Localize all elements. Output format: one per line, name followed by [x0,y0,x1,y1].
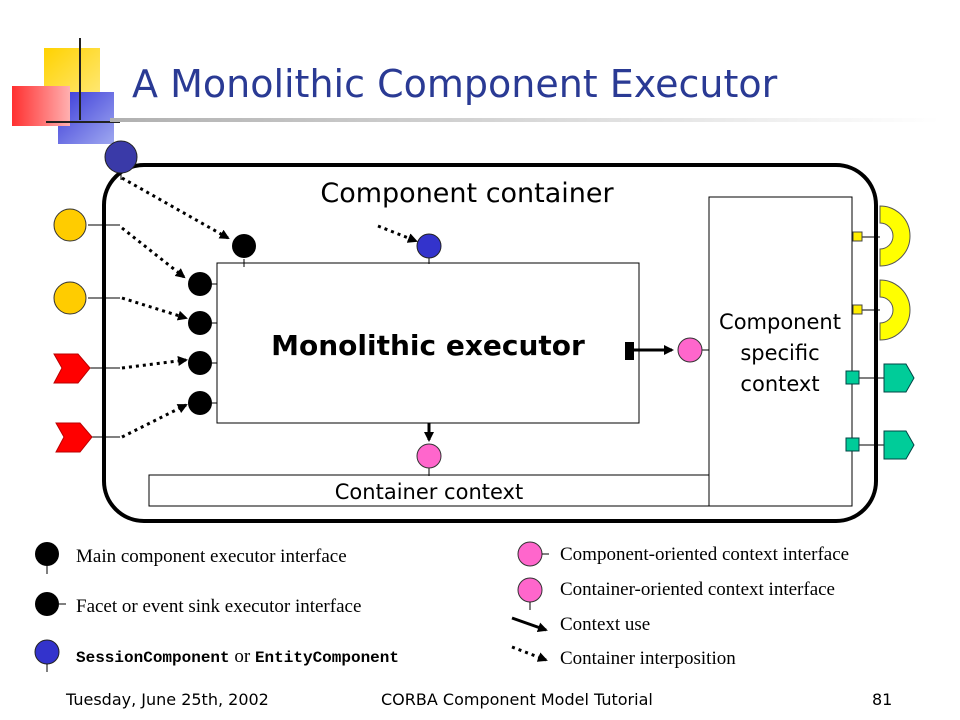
container-context-interface [416,443,442,476]
legend-component-context-symbol [517,541,549,567]
specific-context-line-3: context [740,372,819,396]
footer-date: Tuesday, June 25th, 2002 [66,690,269,709]
legend-facet-interface-label: Facet or event sink executor interface [76,596,362,617]
legend-session-component-symbol [34,639,60,672]
footer-course: CORBA Component Model Tutorial [381,690,653,709]
external-facet-port-2 [53,281,120,315]
external-facet-port-1 [53,208,120,242]
event-source-port-2 [883,430,915,460]
interposition-arrow-3 [121,356,188,370]
specific-context-line-2: specific [740,341,819,365]
logo-squares [12,38,120,144]
receptacle-port-2 [879,279,911,341]
legend-entity-component: EntityComponent [254,649,399,667]
slide-title: A Monolithic Component Executor [132,62,778,106]
legend-container-context-symbol [517,577,543,610]
session-component-interface [416,233,442,264]
legend-context-use-symbol [511,616,548,633]
footer-page-number: 81 [872,690,893,709]
facet-executor-interface-3 [188,351,217,375]
container-context-label: Container context [335,480,523,504]
interposition-arrow-top [377,224,418,243]
legend-main-interface-symbol [35,542,59,574]
legend-interposition-label: Container interposition [560,648,736,669]
interposition-arrow-main [121,176,230,240]
facet-executor-interface-2 [188,311,217,335]
monolithic-executor-box [216,262,640,424]
title-underline [110,118,940,122]
interposition-arrow-2 [121,296,188,321]
specific-context-line-1: Component [719,310,841,334]
container-context-box [148,474,710,507]
event-source-port-1 [883,363,915,393]
legend-component-context-label: Component-oriented context interface [560,544,850,565]
context-use-handle [625,342,634,360]
component-specific-context-box [708,196,853,507]
component-context-interface [677,337,709,363]
component-container-box [102,163,878,523]
event-source-connector-2 [845,437,860,452]
facet-executor-interface-1 [188,272,217,296]
legend-container-context-label: Container-oriented context interface [560,579,835,600]
receptacle-connector-1 [852,231,863,242]
event-source-connector-1 [845,370,860,385]
legend-main-interface-label: Main component executor interface [76,546,347,567]
external-event-sink-1 [53,353,120,384]
facet-executor-interface-4 [188,391,217,415]
legend-session-entity-label: SessionComponent or EntityComponent [76,646,399,668]
legend-interposition-symbol [511,645,548,662]
legend-context-use-label: Context use [560,614,651,635]
external-event-sink-2 [55,422,120,453]
component-container-label: Component container [320,178,614,209]
interposition-arrow-1 [121,226,186,279]
external-component-port [104,140,138,180]
legend-or-word: or [234,646,251,667]
main-executor-interface [232,234,256,267]
receptacle-port-1 [879,205,911,267]
interposition-arrow-4 [121,403,188,439]
monolithic-executor-label: Monolithic executor [271,329,585,362]
receptacle-connector-2 [852,304,863,315]
legend-facet-interface-symbol [35,592,66,616]
legend-session-component: SessionComponent [76,649,230,667]
